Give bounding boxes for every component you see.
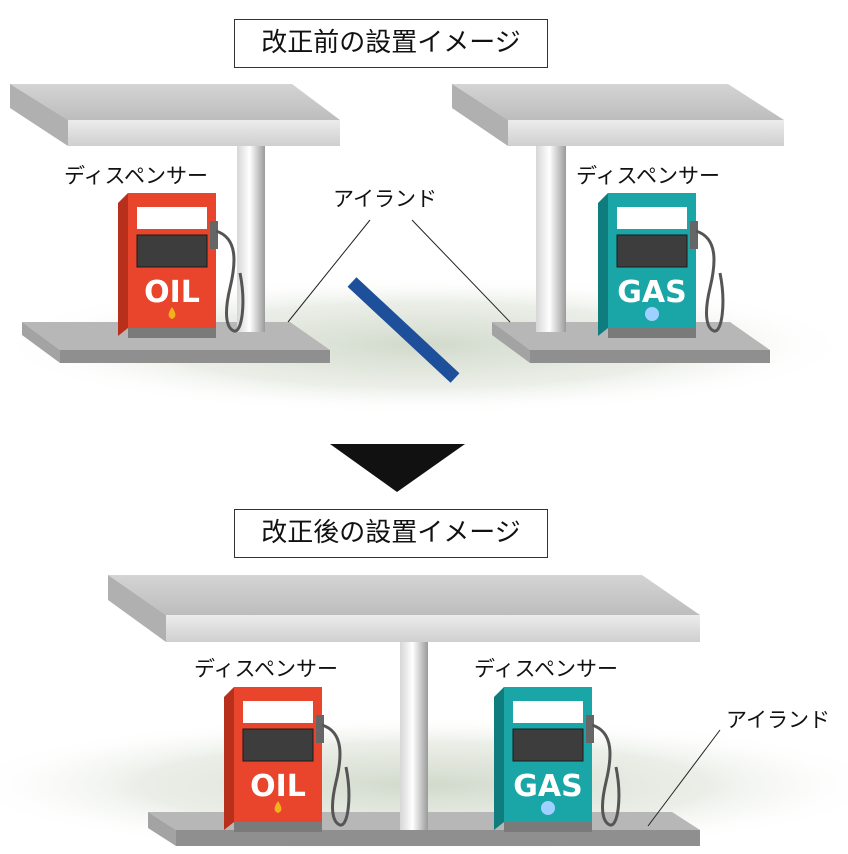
- island-label-before: アイランド: [333, 187, 437, 211]
- oil-drop-icon: [274, 801, 282, 813]
- down-arrow-icon: [330, 444, 465, 492]
- canopy-pillar: [237, 146, 265, 332]
- oil-pump-label: OIL: [250, 769, 306, 804]
- canopy-pillar: [400, 642, 428, 830]
- dispenser-label-right-before: ディスペンサー: [576, 164, 721, 188]
- oil-pump-after: OIL: [224, 687, 351, 832]
- gas-pump-label: GAS: [617, 275, 686, 310]
- hose: [695, 229, 725, 333]
- oil-drop-icon: [168, 307, 176, 319]
- island-label-after: アイランド: [726, 708, 830, 732]
- separation-line: [347, 277, 460, 383]
- before-title: 改正前の設置イメージ: [234, 19, 548, 68]
- gas-bubble-icon: [645, 307, 659, 321]
- gas-pump-before: GAS: [598, 193, 725, 338]
- right-canopy-before: [452, 84, 784, 332]
- gas-bubble-icon: [541, 801, 555, 815]
- hose: [591, 723, 621, 827]
- oil-pump-before: OIL: [118, 193, 245, 338]
- dispenser-label-left-after: ディスペンサー: [194, 657, 339, 681]
- hose: [321, 723, 351, 827]
- gas-pump-after: GAS: [494, 687, 621, 832]
- leader-line: [287, 219, 371, 323]
- leader-line: [647, 729, 721, 827]
- gas-pump-label: GAS: [513, 769, 582, 804]
- dispenser-label-left-before: ディスペンサー: [64, 164, 209, 188]
- oil-pump-label: OIL: [144, 275, 200, 310]
- after-title: 改正後の設置イメージ: [234, 509, 548, 558]
- dispenser-label-right-after: ディスペンサー: [474, 657, 619, 681]
- hose: [215, 229, 245, 333]
- canopy-pillar: [536, 146, 566, 332]
- canopy-after: [108, 575, 700, 830]
- leader-line: [411, 219, 511, 323]
